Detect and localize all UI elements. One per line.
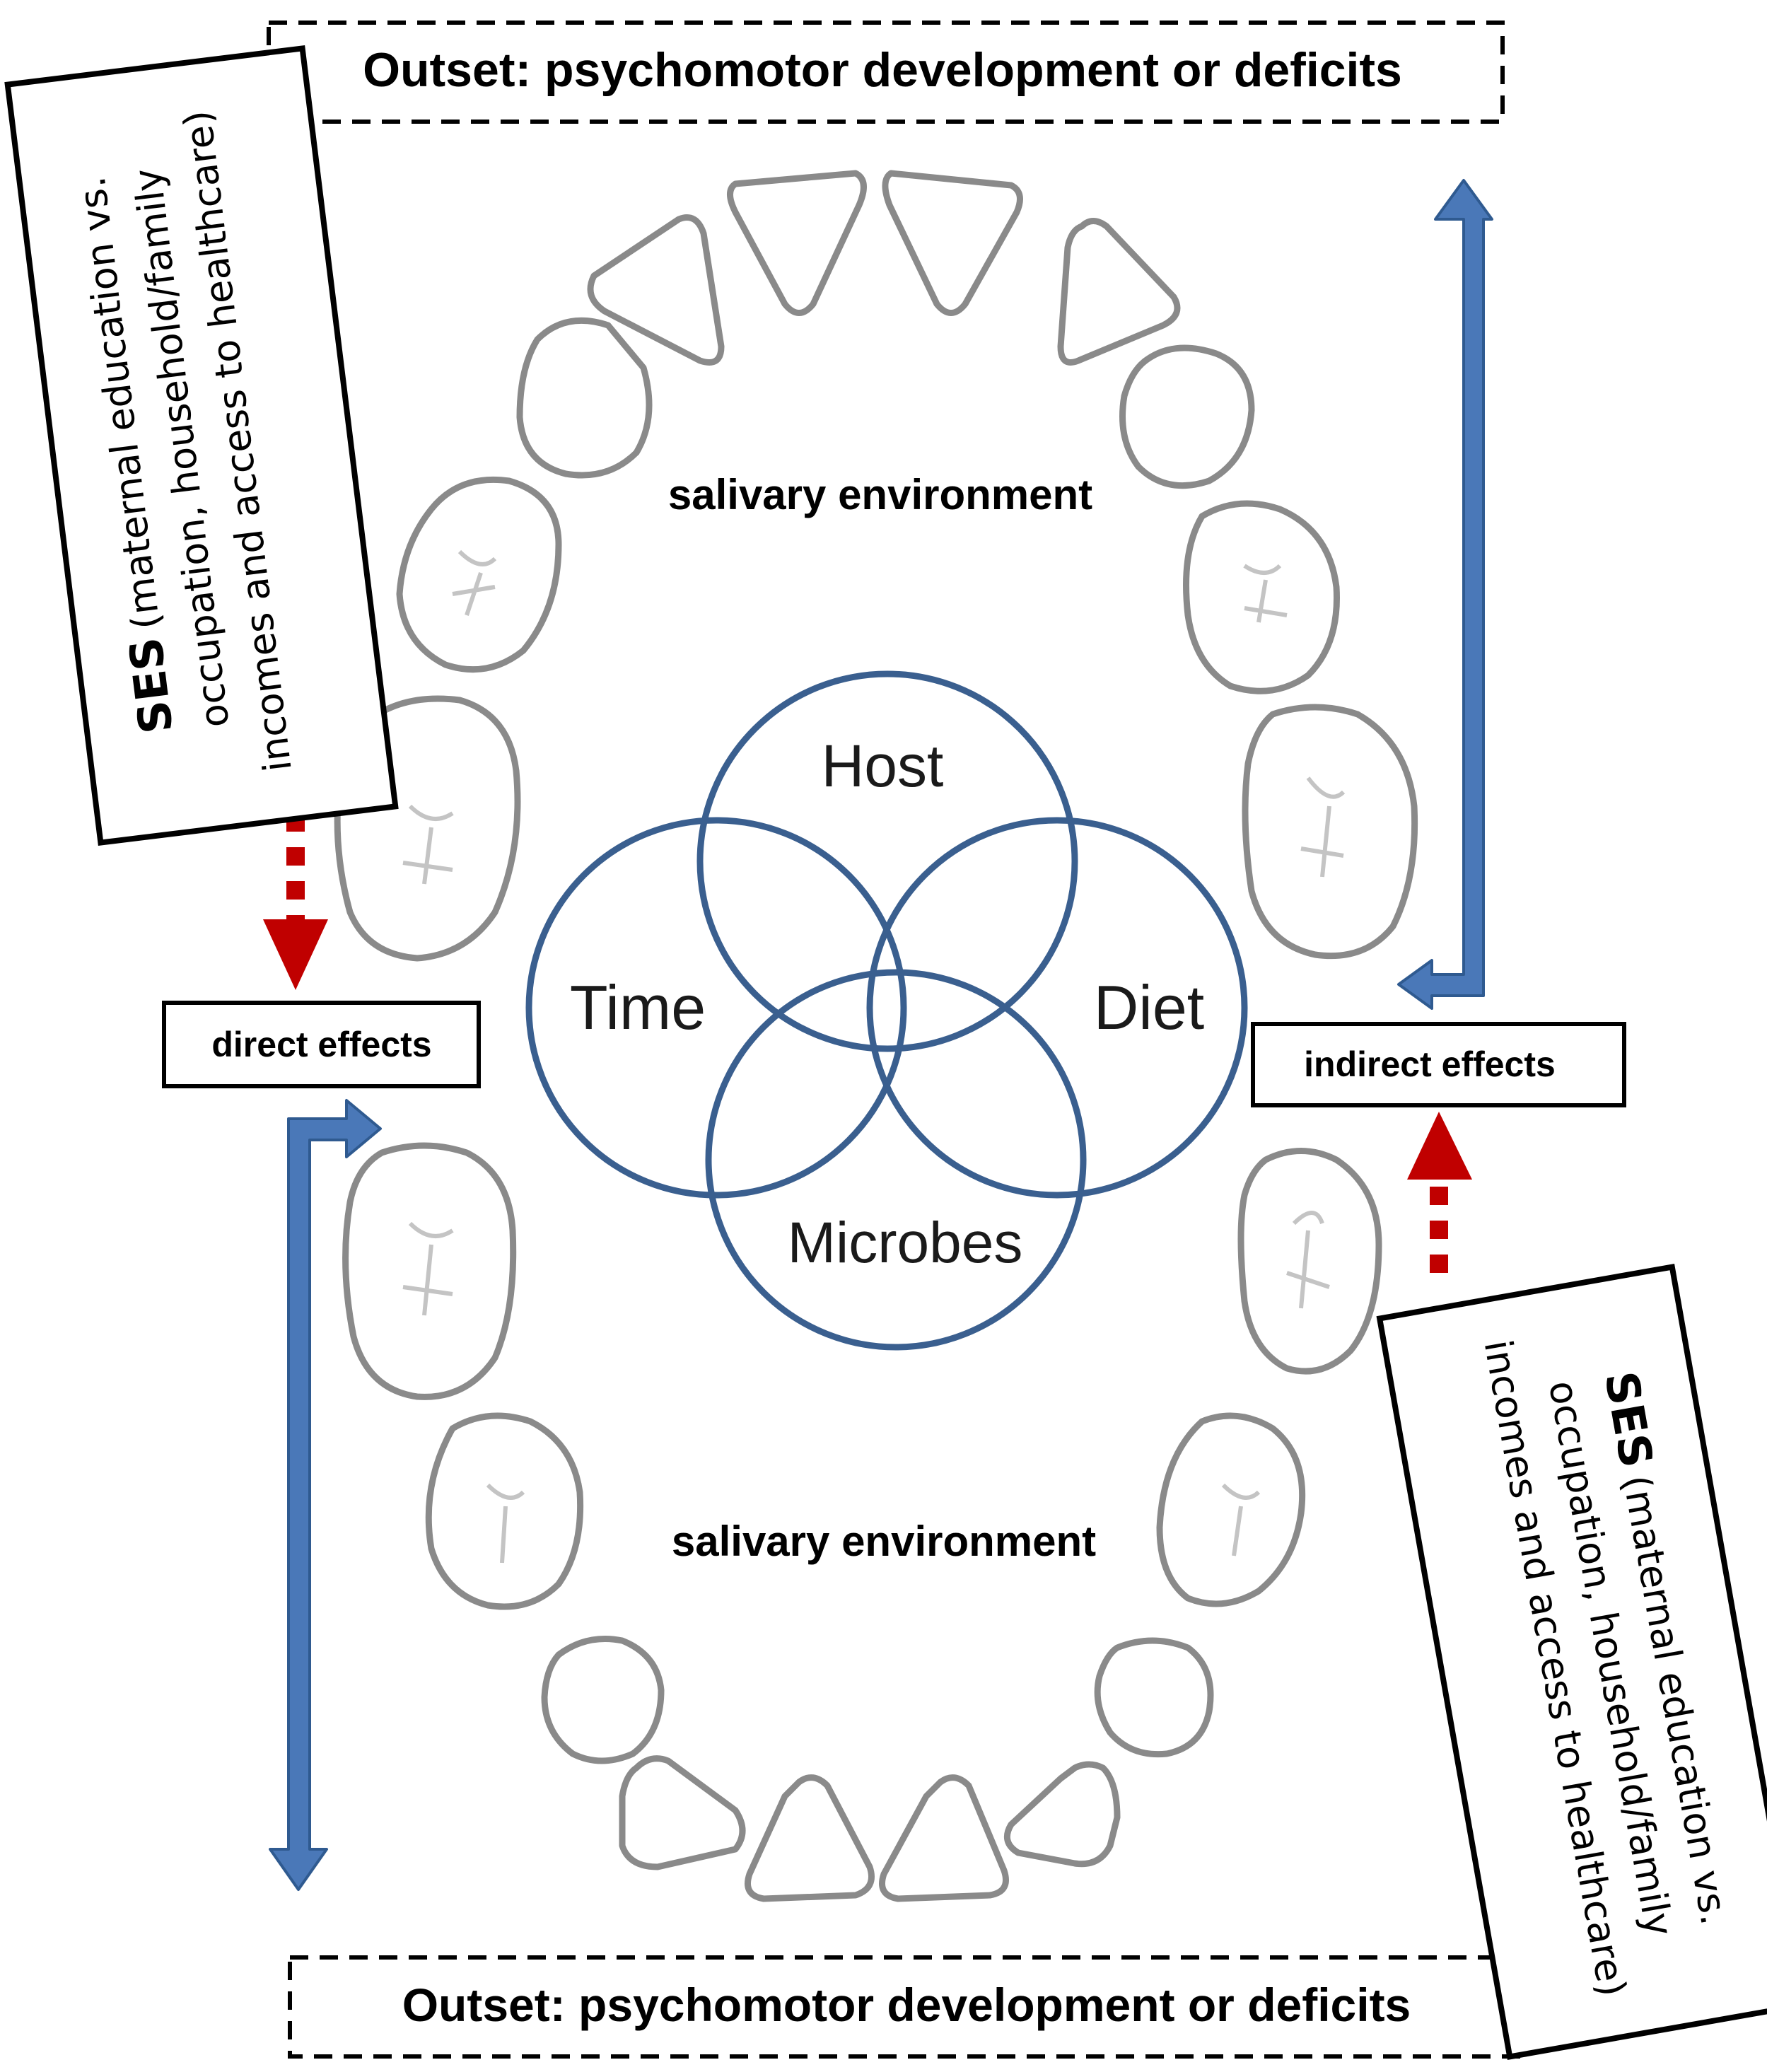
venn-circle-time: [525, 817, 907, 1199]
upper-fissures: [402, 549, 1346, 885]
red-arrow-left: [263, 813, 328, 990]
venn-diagram: [525, 670, 1248, 1351]
tooth-lower-incisor-1: [745, 1774, 875, 1902]
indirect-effects-label: indirect effects: [1304, 1044, 1556, 1084]
outset-bottom-text: Outset: psychomotor development or defic…: [402, 1979, 1411, 2031]
venn-circle-diet: [866, 817, 1248, 1199]
tooth-lower-lateral-right: [1003, 1761, 1121, 1868]
tooth-lower-molar-right: [1237, 1148, 1382, 1375]
tooth-lower-incisor-2: [879, 1774, 1009, 1902]
tooth-lower-molar-left: [342, 1142, 517, 1400]
ses-right-box: SES(maternal education vs. occupation, h…: [1376, 1263, 1767, 2061]
tooth-lower-canine-right: [1094, 1637, 1214, 1758]
venn-circle-microbes: [705, 969, 1087, 1351]
tooth-lower-premolar-right: [1156, 1412, 1306, 1607]
direct-effects-box: [162, 1001, 481, 1088]
blue-arrow-right: [1397, 179, 1493, 1010]
tooth-lower-canine-left: [541, 1636, 665, 1764]
tooth-upper-molar-right: [1242, 704, 1418, 960]
tooth-upper-lateral-right: [1057, 218, 1181, 366]
blue-arrow-left: [269, 1099, 382, 1891]
ses-left-abbr: SES: [120, 634, 184, 736]
tooth-upper-premolar-left: [396, 476, 562, 673]
salivary-environment-lower: salivary environment: [672, 1518, 1096, 1565]
tooth-upper-lateral-left: [587, 214, 725, 366]
red-arrow-right: [1407, 1112, 1472, 1273]
upper-arch-teeth: [334, 170, 1418, 962]
ses-left-box: SES(maternal education vs. occupation, h…: [4, 45, 399, 846]
tooth-lower-premolar-left: [425, 1412, 584, 1610]
venn-label-time: Time: [570, 972, 706, 1042]
lower-fissures: [402, 1211, 1330, 1564]
indirect-effects-box: [1251, 1022, 1626, 1107]
direct-effects-label: direct effects: [211, 1025, 431, 1064]
lower-arch-teeth: [342, 1142, 1382, 1902]
tooth-upper-canine-left: [516, 317, 653, 479]
venn-label-microbes: Microbes: [788, 1211, 1023, 1275]
tooth-upper-incisor-1: [727, 170, 867, 316]
venn-label-host: Host: [822, 733, 944, 799]
tooth-upper-incisor-2: [882, 170, 1023, 316]
tooth-upper-canine-right: [1119, 344, 1255, 489]
venn-circle-host: [696, 670, 1078, 1052]
venn-label-diet: Diet: [1094, 972, 1205, 1042]
salivary-environment-upper: salivary environment: [668, 471, 1092, 518]
outset-top-text: Outset: psychomotor development or defic…: [363, 43, 1402, 97]
tooth-upper-premolar-right: [1183, 500, 1340, 694]
tooth-lower-lateral-left: [619, 1755, 746, 1870]
